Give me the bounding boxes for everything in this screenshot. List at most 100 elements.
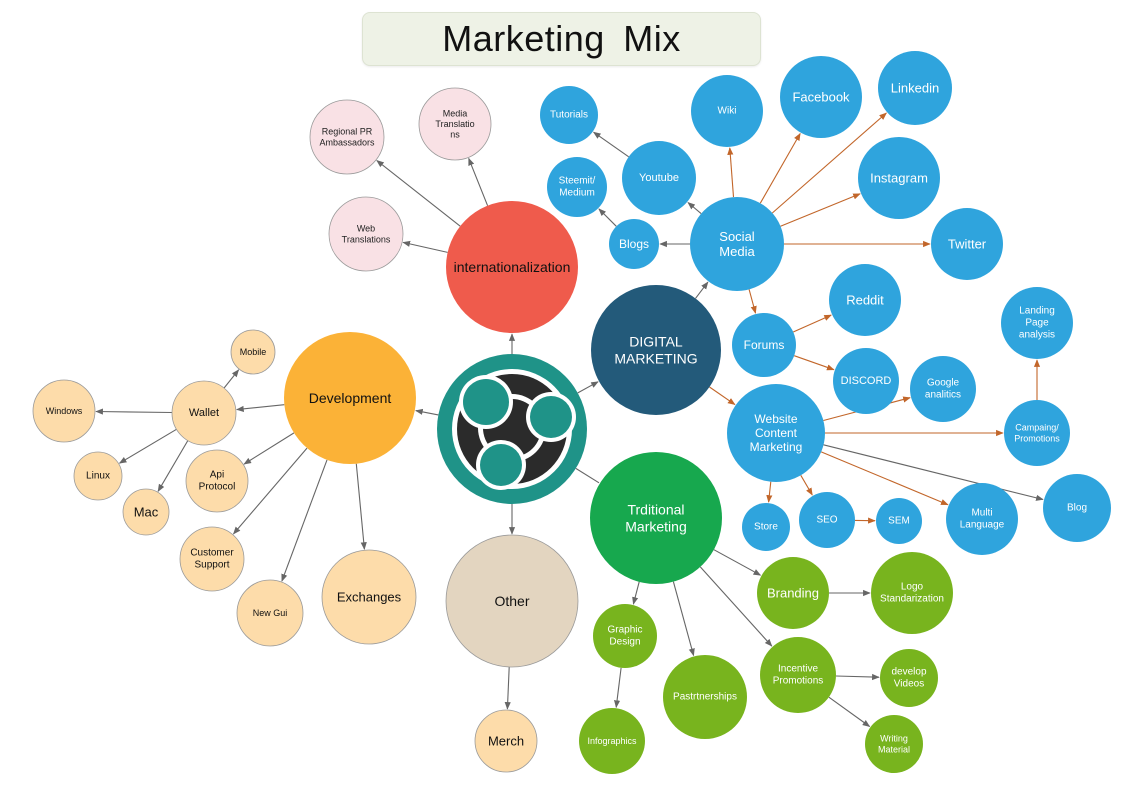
edge-graphic-to-infographics: [613, 667, 622, 709]
node-campaing-promotions-circle: [1004, 400, 1070, 466]
edge-forums-to-discord: [794, 355, 835, 371]
node-wallet-label: Wallet: [189, 407, 219, 419]
node-web-translations-label: Translations: [342, 234, 391, 244]
node-traditional-marketing-circle: [590, 452, 722, 584]
node-forums-label: Forums: [744, 338, 785, 352]
node-partnerships-label: Pastrtnerships: [673, 692, 737, 703]
node-wallet: Wallet: [171, 380, 237, 446]
node-regional-pr-ambassadors-circle: [309, 99, 385, 175]
node-blog-circle: [1043, 474, 1111, 542]
node-linkedin-circle: [878, 51, 952, 125]
node-multi-language-label: Language: [960, 519, 1005, 530]
node-logo-standarization-label: Logo: [901, 582, 924, 593]
node-api-protocol-circle: [185, 449, 249, 513]
edge-traditional-to-partnerships: [672, 581, 695, 657]
node-incentive-promotions-circle: [760, 637, 836, 713]
edge-hub-to-traditional: [575, 467, 600, 484]
node-linkedin: Linkedin: [878, 51, 952, 125]
node-blogs-label: Blogs: [619, 237, 649, 251]
node-facebook: Facebook: [780, 56, 862, 138]
node-blogs-circle: [609, 219, 659, 269]
node-sem: SEM: [876, 498, 922, 544]
node-branding-circle: [757, 557, 829, 629]
node-writing-material-label: Material: [878, 744, 910, 754]
page-title: Marketing Mix: [442, 18, 681, 59]
edge-social-to-forums: [748, 289, 757, 314]
node-twitter: Twitter: [931, 208, 1003, 280]
node-website-content-marketing-label: Content: [755, 426, 798, 440]
node-api-protocol-label: Api: [210, 470, 224, 481]
node-new-gui-label: New Gui: [253, 608, 288, 618]
node-website-content-marketing-label: Marketing: [750, 440, 803, 454]
node-develop-videos-circle: [880, 649, 938, 707]
node-landing-page-analysis-label: analysis: [1019, 329, 1055, 340]
node-mac-circle: [122, 488, 170, 536]
node-exchanges-label: Exchanges: [337, 590, 402, 605]
node-customer-support-label: Customer: [190, 548, 234, 559]
node-steemit-medium: Steemit/Medium: [547, 157, 607, 217]
node-wiki-circle: [691, 75, 763, 147]
node-other-label: Other: [494, 593, 529, 609]
node-seo-circle: [799, 492, 855, 548]
node-instagram: Instagram: [858, 137, 940, 219]
node-media-translations-circle: [418, 87, 492, 161]
edge-youtube-to-tutorials: [592, 131, 630, 158]
node-seo-label: SEO: [816, 515, 837, 526]
node-tutorials: Tutorials: [540, 86, 598, 144]
node-reddit-circle: [829, 264, 901, 336]
node-wiki-label: Wiki: [718, 106, 737, 117]
title-banner: Marketing Mix: [362, 12, 761, 66]
node-social-media-label: Social: [719, 229, 755, 244]
node-develop-videos-label: Videos: [894, 678, 924, 689]
node-discord: DISCORD: [833, 348, 899, 414]
edge-development-to-newgui: [281, 459, 328, 582]
edge-wallet-to-mac: [157, 440, 189, 492]
node-exchanges: Exchanges: [321, 549, 417, 645]
edge-development-to-support: [232, 447, 308, 535]
hub-orb-3: [480, 444, 522, 486]
node-campaing-promotions-label: Promotions: [1014, 433, 1060, 443]
node-exchanges-circle: [321, 549, 417, 645]
node-graphic-design-label: Design: [609, 636, 640, 647]
node-mobile-circle: [230, 329, 276, 375]
node-reddit-label: Reddit: [846, 293, 884, 308]
node-mobile-label: Mobile: [240, 347, 267, 357]
node-media-translations-label: Media: [443, 108, 468, 118]
node-twitter-label: Twitter: [948, 237, 987, 252]
node-instagram-label: Instagram: [870, 171, 928, 186]
edge-traditional-to-incentive: [699, 566, 773, 647]
node-web-translations-circle: [328, 196, 404, 272]
hub-logo: [437, 354, 587, 504]
node-other: Other: [445, 534, 579, 668]
edge-development-to-wallet: [236, 404, 285, 412]
node-mac-label: Mac: [134, 505, 159, 520]
node-regional-pr-ambassadors-label: Regional PR: [322, 127, 373, 137]
node-digital-marketing-circle: [591, 285, 721, 415]
node-windows-circle: [32, 379, 96, 443]
node-social-media-label: Media: [719, 244, 755, 259]
node-development-label: Development: [309, 390, 392, 406]
node-youtube-label: Youtube: [639, 172, 679, 184]
node-blogs: Blogs: [609, 219, 659, 269]
edge-internationalization-to-regionalpr: [376, 160, 461, 227]
node-new-gui: New Gui: [236, 579, 304, 647]
node-web-translations-label: Web: [357, 224, 375, 234]
edge-social-to-instagram: [780, 193, 861, 227]
node-merch-label: Merch: [488, 734, 524, 749]
node-campaing-promotions: Campaing/Promotions: [1004, 400, 1070, 466]
node-branding: Branding: [757, 557, 829, 629]
edge-social-to-facebook: [759, 132, 801, 204]
edge-social-to-youtube: [687, 202, 702, 215]
node-merch-circle: [474, 709, 538, 773]
node-windows: Windows: [32, 379, 96, 443]
node-incentive-promotions-label: Incentive: [778, 664, 818, 675]
node-google-analitics-label: analitics: [925, 389, 961, 400]
